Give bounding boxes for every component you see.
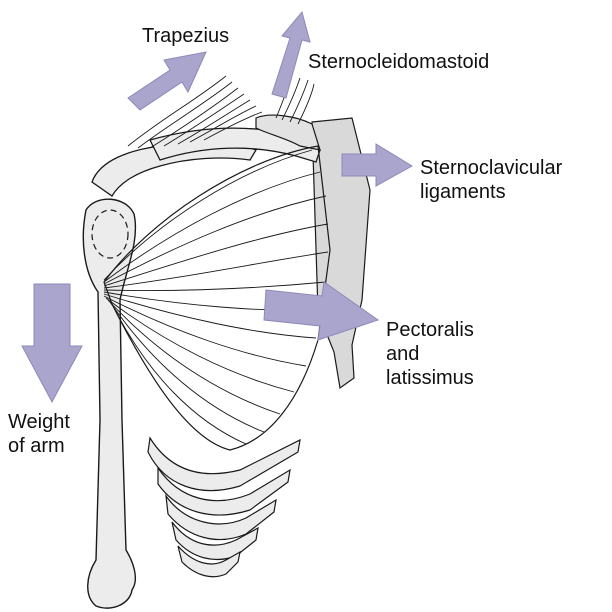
label-line: Pectoralis <box>386 318 474 342</box>
sternocleidomastoid-arrow <box>272 12 310 98</box>
label-line: ligaments <box>420 180 562 204</box>
rib-cage <box>148 438 300 577</box>
label-line: and <box>386 342 474 366</box>
label-line: of arm <box>8 434 70 458</box>
weight-arrow <box>22 284 82 402</box>
label-sternocleidomastoid: Sternocleidomastoid <box>308 50 489 74</box>
trapezius-arrow <box>128 52 206 110</box>
humerus <box>83 199 135 608</box>
label-line: Sternoclavicular <box>420 156 562 180</box>
label-weight-of-arm: Weight of arm <box>8 410 70 458</box>
label-pectoralis-latissimus: Pectoralis and latissimus <box>386 318 474 390</box>
label-line: latissimus <box>386 366 474 390</box>
label-sternoclavicular-ligaments: Sternoclavicular ligaments <box>420 156 562 204</box>
label-trapezius: Trapezius <box>142 24 229 48</box>
label-line: Weight <box>8 410 70 434</box>
